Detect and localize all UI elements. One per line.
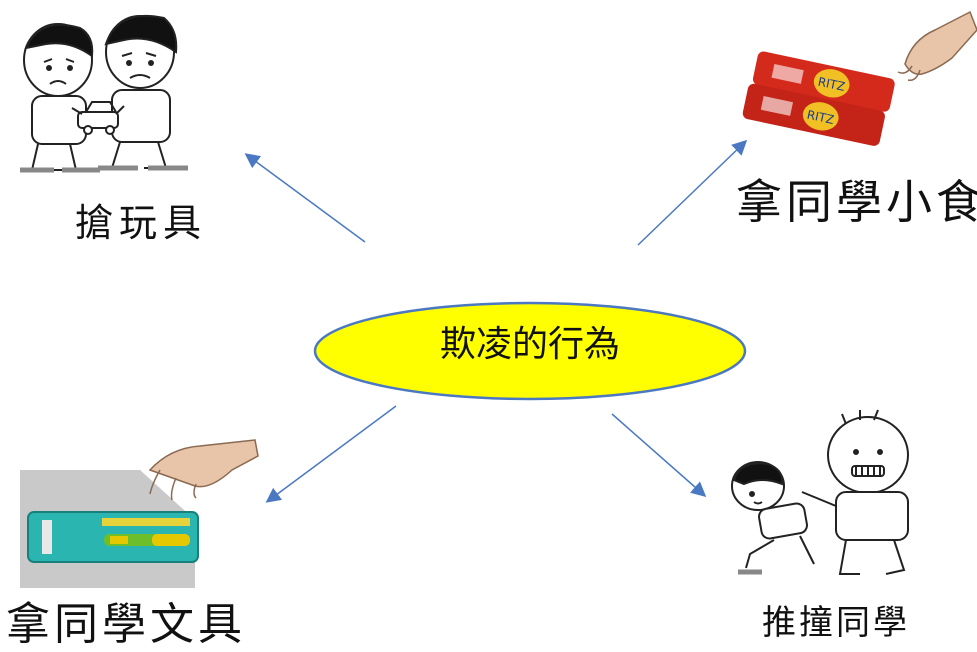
branch-label-take-snack: 拿同學小食 bbox=[736, 175, 977, 229]
arrow-to-toy-grabbing bbox=[244, 153, 366, 243]
boy-pushing-classmate-illustration bbox=[731, 409, 909, 575]
branch-label-push-classmate: 推撞同學 bbox=[762, 603, 910, 643]
center-label: 欺凌的行為 bbox=[439, 324, 620, 365]
arrow-to-snack-taking bbox=[637, 139, 748, 246]
arrow-to-pushing bbox=[611, 413, 707, 497]
branch-label-grab-toy: 搶玩具 bbox=[75, 201, 208, 245]
svg-text:RITZ: RITZ bbox=[806, 108, 836, 127]
branch-label-take-stationery: 拿同學文具 bbox=[6, 599, 246, 650]
hand-taking-crackers-illustration: RITZ RITZ bbox=[742, 10, 977, 146]
svg-text:RITZ: RITZ bbox=[817, 75, 847, 94]
two-boys-fighting-over-toy-car-illustration bbox=[20, 14, 188, 173]
center-ellipse bbox=[313, 301, 747, 401]
hand-taking-pencil-case-illustration bbox=[20, 439, 259, 588]
arrow-to-stationery-taking bbox=[265, 405, 397, 503]
